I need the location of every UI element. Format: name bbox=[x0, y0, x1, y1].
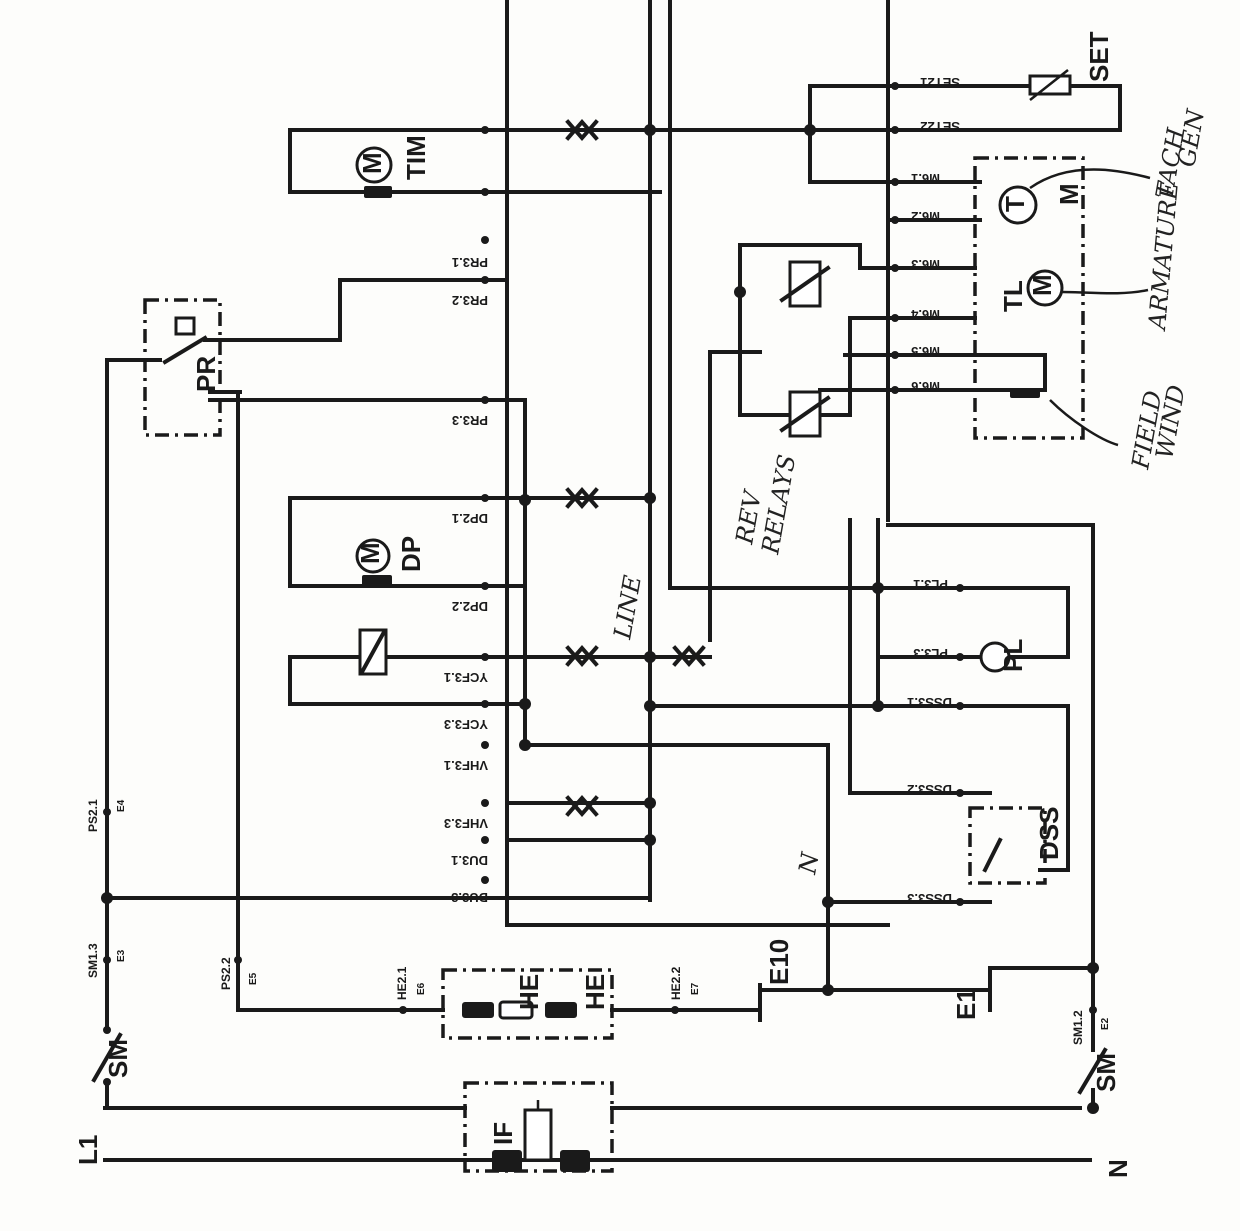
label-tl: TL bbox=[998, 280, 1028, 312]
note-gen: GEN bbox=[1172, 106, 1210, 169]
label-m64: M6.4 bbox=[910, 307, 940, 322]
label-dp-m: M bbox=[355, 542, 385, 564]
label-ycf33: YCF3.3 bbox=[444, 717, 488, 732]
label-pr31: PR3.1 bbox=[452, 255, 488, 270]
label-vhf33: VHF3.3 bbox=[444, 816, 488, 831]
motor-section bbox=[708, 69, 1122, 642]
label-dss31: DSS3.1 bbox=[907, 695, 952, 710]
label-e7: E7 bbox=[690, 982, 701, 995]
label-e3: E3 bbox=[116, 949, 127, 962]
pressure-relay bbox=[143, 278, 527, 1012]
label-ps22: PS2.2 bbox=[219, 957, 233, 990]
label-if: IF bbox=[488, 1122, 518, 1145]
label-he-1: HE bbox=[514, 974, 544, 1010]
label-m66: M6.6 bbox=[911, 379, 940, 394]
valve-ycf bbox=[288, 628, 712, 706]
label-sm13: SM1.3 bbox=[86, 943, 100, 978]
label-pr32: PR3.2 bbox=[452, 293, 488, 308]
label-set21: SET21 bbox=[920, 75, 960, 90]
label-sm12: SM1.2 bbox=[1071, 1010, 1085, 1045]
junction-nodes bbox=[101, 124, 1099, 1114]
label-dp21: DP2.1 bbox=[452, 511, 488, 526]
label-m62: M6.2 bbox=[911, 209, 940, 224]
triac-vhf bbox=[565, 794, 599, 818]
label-sm-left: SM bbox=[103, 1039, 133, 1078]
vertical-terminal-labels: PS2.1 E4 SM1.3 E3 PS2.2 E5 HE2.1 E6 HE2.… bbox=[86, 799, 1111, 1045]
label-tim-m: M bbox=[357, 152, 387, 174]
timer-motor-tim bbox=[288, 128, 812, 198]
triac-tim bbox=[565, 118, 599, 142]
label-he22: HE2.2 bbox=[669, 966, 683, 1000]
label-motor-m: M bbox=[1054, 183, 1084, 205]
label-he-2: HE bbox=[580, 974, 610, 1010]
label-ycf31: YCF3.1 bbox=[444, 670, 488, 685]
label-pl31: PL3.1 bbox=[913, 577, 948, 592]
label-he21: HE2.1 bbox=[395, 966, 409, 1000]
label-pl: PL bbox=[998, 639, 1028, 672]
mains-rails bbox=[103, 1106, 1092, 1162]
terminal-pins bbox=[103, 82, 1097, 1014]
label-pr33: PR3.3 bbox=[452, 413, 488, 428]
label-dss33: DSS3.3 bbox=[907, 891, 952, 906]
label-set: SET bbox=[1084, 31, 1114, 82]
label-l1: L1 bbox=[73, 1135, 103, 1165]
triac-dp bbox=[565, 486, 599, 510]
label-tim: TIM bbox=[401, 135, 431, 180]
label-armature-m: M bbox=[1027, 274, 1057, 296]
component-labels: L1 N SM SM IF HE HE E10 E1 PR TIM M DP M… bbox=[73, 31, 1133, 1178]
interference-filter bbox=[463, 1081, 614, 1173]
label-du31: DU3.1 bbox=[451, 853, 488, 868]
door-safety-switch-dss bbox=[648, 518, 1070, 904]
drain-pump-dp bbox=[288, 496, 652, 588]
label-m61: M6.1 bbox=[911, 171, 940, 186]
label-e2: E2 bbox=[1100, 1017, 1111, 1030]
note-neutral: N bbox=[793, 850, 825, 878]
terminal-labels-right: SET21 SET22 M6.1 M6.2 M6.3 M6.4 M6.5 M6.… bbox=[907, 75, 960, 906]
label-dss32: DSS3.2 bbox=[907, 782, 952, 797]
label-n: N bbox=[1103, 1159, 1133, 1178]
label-pr: PR bbox=[191, 356, 221, 392]
label-m65: M6.5 bbox=[911, 344, 940, 359]
note-line: LINE bbox=[608, 573, 647, 642]
label-e4: E4 bbox=[116, 799, 127, 812]
label-e6: E6 bbox=[416, 982, 427, 995]
label-dp22: DP2.2 bbox=[452, 599, 488, 614]
pilot-lamp-pl bbox=[876, 518, 1070, 708]
label-sm-right: SM bbox=[1091, 1053, 1121, 1092]
terminal-labels-left: PR3.1 PR3.2 PR3.3 DP2.1 DP2.2 YCF3.1 YCF… bbox=[444, 255, 488, 905]
label-du33: DU3.3 bbox=[451, 890, 488, 905]
label-e5: E5 bbox=[248, 972, 259, 985]
label-dp: DP bbox=[396, 536, 426, 572]
label-ps21: PS2.1 bbox=[86, 799, 100, 832]
label-m63: M6.3 bbox=[911, 257, 940, 272]
switch-e1 bbox=[988, 966, 1095, 1012]
label-dss: DSS bbox=[1034, 807, 1064, 860]
main-switch-left bbox=[91, 358, 162, 1110]
label-pl33: PL3.3 bbox=[913, 646, 948, 661]
label-set22: SET22 bbox=[920, 119, 960, 134]
label-e10: E10 bbox=[764, 939, 794, 985]
label-e1: E1 bbox=[951, 988, 981, 1020]
heating-element-he bbox=[236, 968, 762, 1040]
label-tach-t: T bbox=[1000, 196, 1030, 212]
label-vhf31: VHF3.1 bbox=[444, 758, 488, 773]
switch-e10 bbox=[758, 983, 992, 1022]
note-armature: ARMATURE bbox=[1143, 180, 1184, 332]
